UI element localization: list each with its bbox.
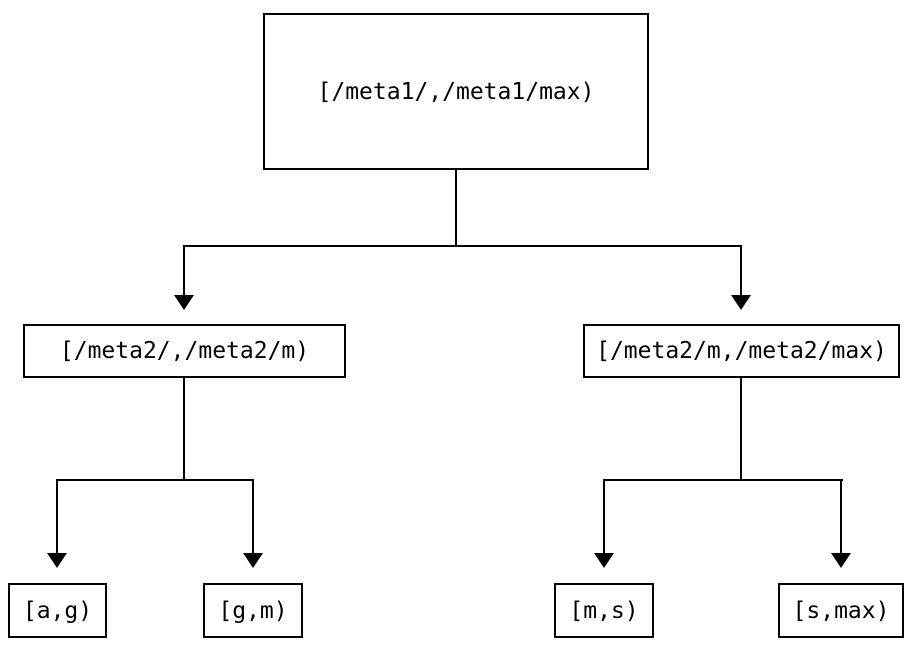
tree-node-leaf-1: [a,g) bbox=[8, 583, 107, 638]
tree-node-root: [/meta1/,/meta1/max) bbox=[263, 13, 649, 170]
edge-left-child-leaves-crossbar bbox=[56, 479, 254, 481]
tree-node-right-child: [/meta2/m,/meta2/max) bbox=[583, 324, 900, 378]
arrowhead-down-leaf-2-icon bbox=[243, 553, 263, 568]
tree-node-left-child-label: [/meta2/,/meta2/m) bbox=[59, 338, 310, 364]
arrowhead-down-left-child-icon bbox=[174, 295, 194, 310]
edge-left-child-stem bbox=[183, 378, 185, 480]
arrowhead-down-right-child-icon bbox=[731, 295, 751, 310]
tree-node-root-label: [/meta1/,/meta1/max) bbox=[317, 78, 595, 105]
tree-node-leaf-4-label: [s,max) bbox=[792, 597, 890, 624]
tree-node-leaf-2: [g,m) bbox=[203, 583, 303, 638]
edge-drop-leaf-1 bbox=[56, 479, 58, 553]
tree-node-leaf-4: [s,max) bbox=[778, 583, 904, 638]
arrowhead-down-leaf-1-icon bbox=[47, 553, 67, 568]
edge-drop-leaf-2 bbox=[252, 479, 254, 553]
edge-right-child-stem bbox=[740, 378, 742, 480]
edge-root-stem bbox=[455, 170, 457, 247]
edge-drop-right-child bbox=[740, 245, 742, 295]
tree-node-leaf-1-label: [a,g) bbox=[22, 597, 93, 624]
tree-node-leaf-2-label: [g,m) bbox=[218, 597, 288, 624]
arrowhead-down-leaf-4-icon bbox=[831, 553, 851, 568]
tree-node-leaf-3: [m,s) bbox=[554, 583, 654, 638]
edge-drop-left-child bbox=[183, 245, 185, 295]
edge-drop-leaf-3 bbox=[603, 479, 605, 553]
edge-root-children-crossbar bbox=[183, 245, 742, 247]
edge-drop-leaf-4 bbox=[840, 479, 842, 553]
tree-node-leaf-3-label: [m,s) bbox=[569, 597, 639, 624]
tree-node-left-child: [/meta2/,/meta2/m) bbox=[23, 324, 346, 378]
tree-node-right-child-label: [/meta2/m,/meta2/max) bbox=[596, 338, 887, 364]
arrowhead-down-leaf-3-icon bbox=[594, 553, 614, 568]
edge-right-child-leaves-crossbar bbox=[603, 479, 843, 481]
